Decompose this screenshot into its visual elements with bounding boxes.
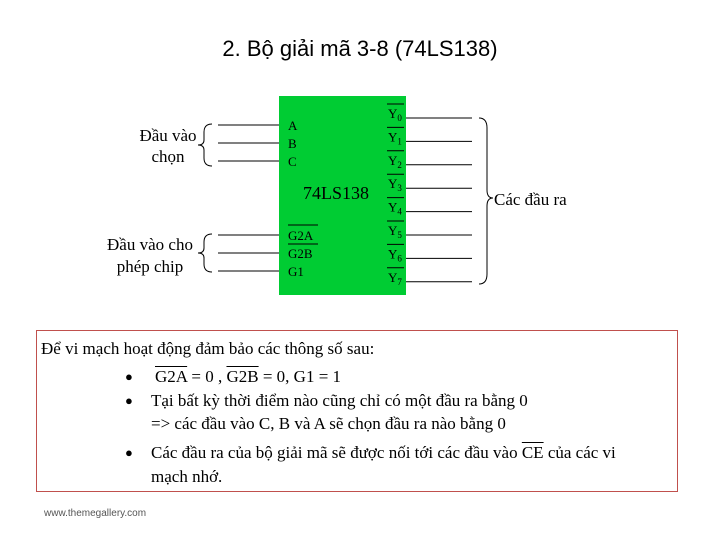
output-pin-y5: Y5 bbox=[388, 223, 402, 240]
conditions-box: Để vi mạch hoạt động đảm bảo các thông s… bbox=[36, 330, 678, 492]
chip-body bbox=[279, 96, 406, 295]
memory-connection-rule: Các đầu ra của bộ giải mã sẽ được nối tớ… bbox=[151, 441, 616, 465]
output-brace bbox=[478, 117, 494, 285]
select-brace bbox=[197, 123, 213, 167]
outputs-label: Các đầu ra bbox=[494, 190, 567, 209]
ce-term: CE bbox=[521, 443, 544, 462]
single-output-rule: Tại bất kỳ thời điểm nào cũng chỉ có một… bbox=[151, 391, 528, 410]
enable-label-line1: Đầu vào cho bbox=[107, 235, 193, 254]
slide-title: 2. Bộ giải mã 3-8 (74LS138) bbox=[222, 36, 498, 61]
footer-url: www.themegallery.com bbox=[44, 508, 147, 519]
enable-input-lines bbox=[218, 234, 279, 272]
select-input-lines bbox=[218, 124, 279, 162]
output-pin-y7: Y7 bbox=[388, 270, 402, 287]
pin-g2b: G2B bbox=[288, 246, 313, 261]
output-pin-y1: Y1 bbox=[388, 129, 402, 146]
output-pin-y6: Y6 bbox=[388, 246, 402, 263]
g2a-term: G2A bbox=[155, 367, 188, 386]
pin-a: A bbox=[288, 118, 298, 133]
bullet-3: ● bbox=[125, 445, 133, 460]
output-pin-y0: Y0 bbox=[388, 106, 402, 123]
memory-rule-line2: mạch nhớ. bbox=[151, 467, 223, 486]
select-label-line2: chọn bbox=[151, 147, 185, 166]
memory-rule-pre: Các đầu ra của bộ giải mã sẽ được nối tớ… bbox=[151, 443, 522, 462]
g2a-eq: = 0 , bbox=[187, 367, 227, 386]
enable-condition: G2A = 0 , G2B = 0, G1 = 1 bbox=[155, 365, 341, 389]
g2b-term: G2B bbox=[226, 367, 259, 386]
chip-name: 74LS138 bbox=[303, 183, 369, 203]
output-pin-y3: Y3 bbox=[388, 176, 402, 193]
decoder-diagram: Đầu vào chọn Đầu vào cho phép chip A B C… bbox=[107, 96, 567, 295]
pin-g1: G1 bbox=[288, 264, 304, 279]
pin-c: C bbox=[288, 154, 297, 169]
output-pin-y4: Y4 bbox=[388, 200, 402, 217]
select-output-rule: => các đầu vào C, B và A sẽ chọn đầu ra … bbox=[151, 414, 506, 433]
conditions-intro: Để vi mạch hoạt động đảm bảo các thông s… bbox=[41, 339, 375, 358]
enable-label-line2: phép chip bbox=[117, 257, 184, 276]
pin-g2a: G2A bbox=[288, 228, 314, 243]
bullet-1: ● bbox=[125, 369, 133, 384]
enable-brace bbox=[197, 233, 213, 273]
bullet-2: ● bbox=[125, 393, 133, 408]
output-pin-y2: Y2 bbox=[388, 153, 402, 170]
memory-rule-post: của các vi bbox=[543, 443, 616, 462]
g1-eq: = 0, G1 = 1 bbox=[258, 367, 342, 386]
pin-b: B bbox=[288, 136, 297, 151]
select-label-line1: Đầu vào bbox=[139, 126, 196, 145]
